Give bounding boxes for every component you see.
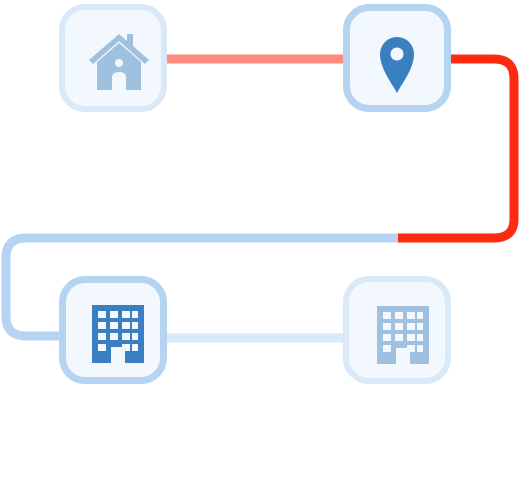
route-stop-office-faded[interactable] bbox=[343, 276, 451, 384]
map-pin-icon bbox=[380, 37, 414, 93]
route-stop-home[interactable] bbox=[59, 4, 167, 112]
house-icon bbox=[89, 34, 149, 90]
connector-location-to-mid-active bbox=[398, 54, 519, 243]
office-building-icon bbox=[92, 305, 144, 363]
connector-mid-to-office-pending bbox=[1, 233, 398, 341]
office-building-icon bbox=[377, 306, 429, 364]
route-stop-office-active[interactable] bbox=[59, 276, 167, 384]
route-stop-location[interactable] bbox=[343, 4, 451, 112]
